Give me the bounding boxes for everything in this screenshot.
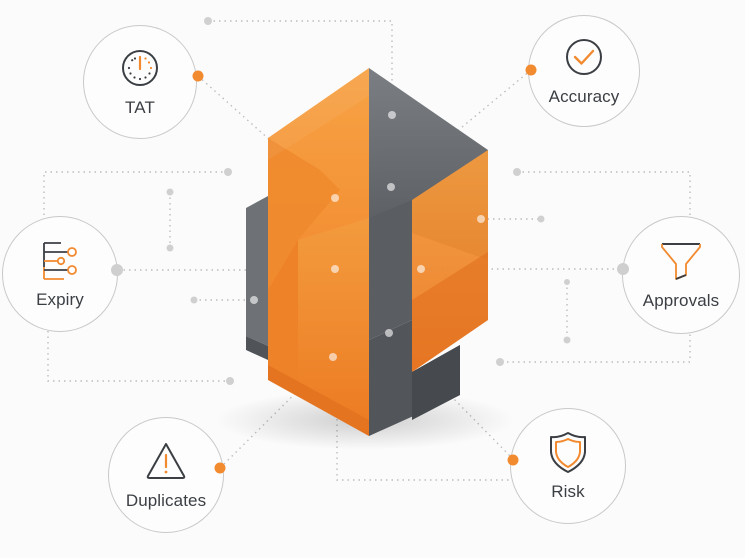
clock-icon [122,50,158,86]
connector-dot-accent [192,70,204,82]
funnel-icon [661,243,701,280]
node-tat[interactable]: TAT [83,25,197,139]
connector-dot-accent [525,64,537,76]
connector-dot [111,264,123,276]
shield-icon [550,432,586,473]
node-duplicates[interactable]: Duplicates [108,417,224,533]
node-label: TAT [125,98,155,117]
node-expiry[interactable]: Expiry [2,216,118,332]
node-accuracy[interactable]: Accuracy [528,15,640,127]
connector-dot-accent [214,462,226,474]
node-label: Accuracy [548,87,620,106]
node-label: Risk [551,482,585,501]
warning-triangle-icon [146,443,186,479]
checkmark-circle-icon [566,39,602,75]
connector-dot-accent [507,454,519,466]
node-label: Expiry [36,290,84,309]
node-approvals[interactable]: Approvals [622,216,740,334]
connector-dot [617,263,629,275]
node-label: Approvals [642,291,720,310]
node-risk[interactable]: Risk [510,408,626,524]
timeline-branches-icon [43,242,77,280]
node-label: Duplicates [125,491,207,510]
